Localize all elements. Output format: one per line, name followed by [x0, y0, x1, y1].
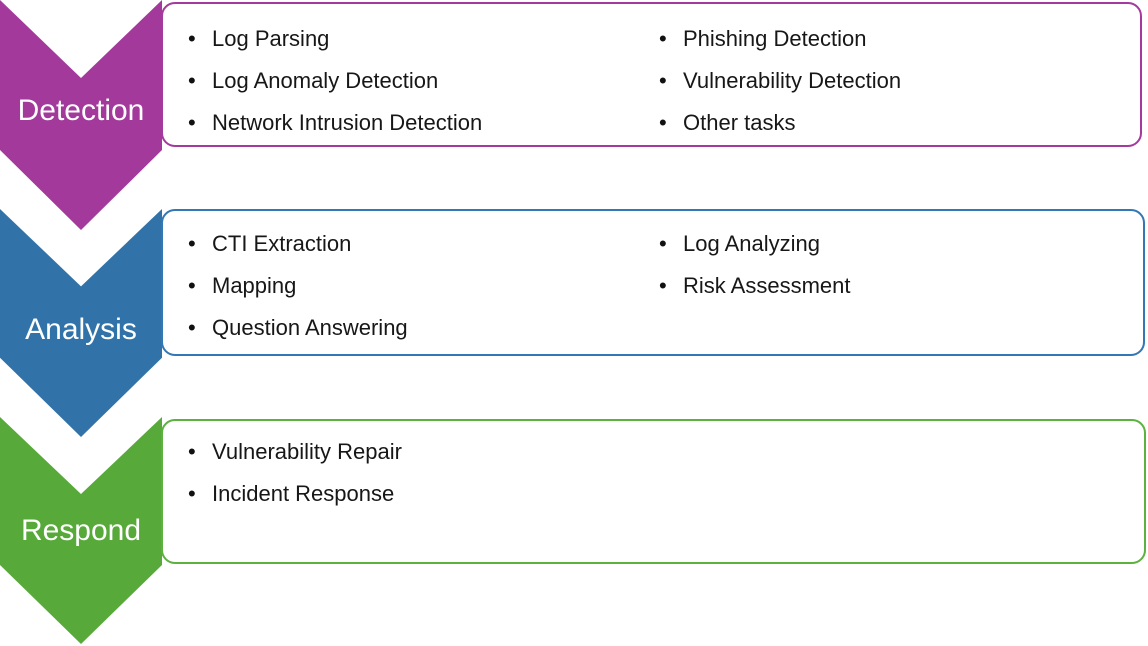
detection-items-right: Phishing DetectionVulnerability Detectio…	[659, 18, 901, 144]
task-list-item: Risk Assessment	[659, 265, 851, 307]
stage-label-detection: Detection	[17, 94, 145, 127]
task-list-item-text: Log Analyzing	[683, 231, 820, 256]
task-list-item: Mapping	[188, 265, 408, 307]
task-list-item-text: Incident Response	[212, 481, 395, 506]
task-list-item: Vulnerability Repair	[188, 431, 402, 473]
task-list-item-text: Vulnerability Repair	[212, 439, 402, 464]
task-list-item: Incident Response	[188, 473, 402, 515]
respond-items-left: Vulnerability RepairIncident Response	[188, 431, 402, 515]
task-list-item: Log Anomaly Detection	[188, 60, 482, 102]
task-list-item-text: Question Answering	[212, 315, 408, 340]
task-list-item: Network Intrusion Detection	[188, 102, 482, 144]
task-list-item-text: Mapping	[212, 273, 297, 298]
analysis-task-box: CTI ExtractionMappingQuestion Answering …	[161, 209, 1145, 356]
task-list-item-text: Log Parsing	[212, 26, 330, 51]
analysis-items-left: CTI ExtractionMappingQuestion Answering	[188, 223, 408, 349]
chevron-down-respond-icon	[0, 417, 162, 644]
chevron-down-shape	[0, 0, 162, 230]
task-list-item: Vulnerability Detection	[659, 60, 901, 102]
task-list-item-text: Vulnerability Detection	[683, 68, 902, 93]
task-list-item: Log Parsing	[188, 18, 482, 60]
stage-label-analysis: Analysis	[25, 313, 137, 346]
chevron-down-detection-icon	[0, 0, 162, 230]
task-list-item: Log Analyzing	[659, 223, 851, 265]
task-list-item-text: CTI Extraction	[212, 231, 352, 256]
detection-task-box: Log ParsingLog Anomaly DetectionNetwork …	[161, 2, 1142, 147]
task-list-item-text: Log Anomaly Detection	[212, 68, 439, 93]
task-list-item-text: Phishing Detection	[683, 26, 867, 51]
task-list-item: Phishing Detection	[659, 18, 901, 60]
task-list-item-text: Risk Assessment	[683, 273, 851, 298]
task-list-item: Question Answering	[188, 307, 408, 349]
respond-task-box: Vulnerability RepairIncident Response	[161, 419, 1146, 564]
chevron-down-analysis-icon	[0, 209, 162, 437]
task-list-item-text: Other tasks	[683, 110, 796, 135]
chevron-down-shape	[0, 417, 162, 644]
task-list-item: Other tasks	[659, 102, 901, 144]
stage-label-respond: Respond	[20, 514, 142, 547]
task-list-item: CTI Extraction	[188, 223, 408, 265]
chevron-down-shape	[0, 209, 162, 437]
task-list-item-text: Network Intrusion Detection	[212, 110, 483, 135]
detection-items-left: Log ParsingLog Anomaly DetectionNetwork …	[188, 18, 482, 144]
analysis-items-right: Log AnalyzingRisk Assessment	[659, 223, 851, 307]
